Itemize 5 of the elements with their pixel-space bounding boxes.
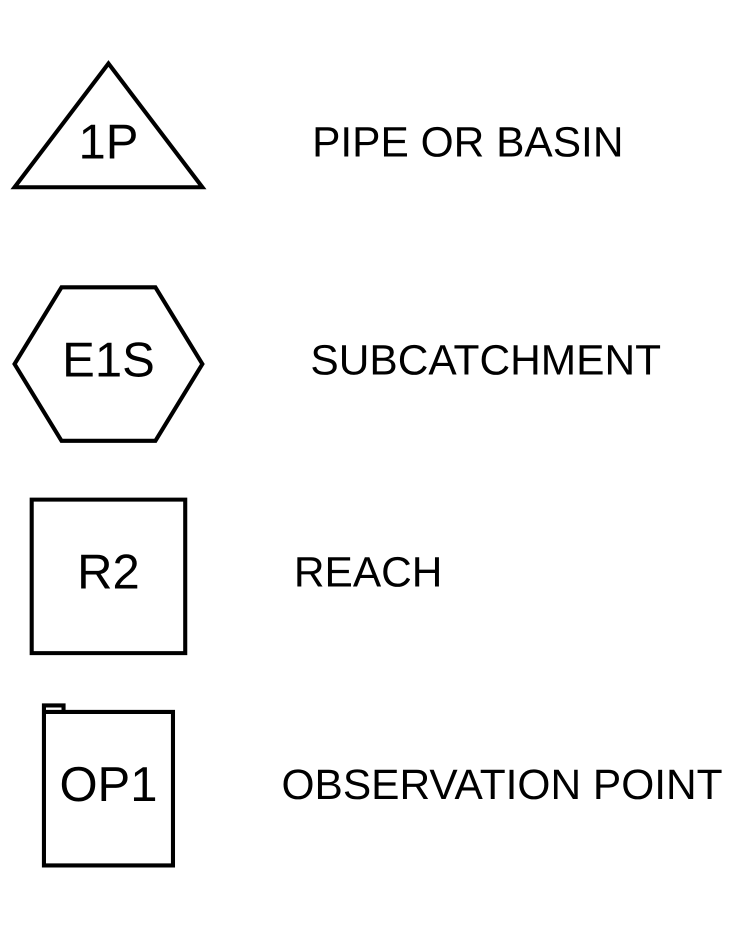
node-label: OBSERVATION POINT (282, 760, 723, 808)
node-label: PIPE OR BASIN (312, 118, 624, 166)
node-label: REACH (294, 548, 442, 596)
node-label: SUBCATCHMENT (310, 336, 662, 384)
node-box: R2 (30, 498, 188, 656)
